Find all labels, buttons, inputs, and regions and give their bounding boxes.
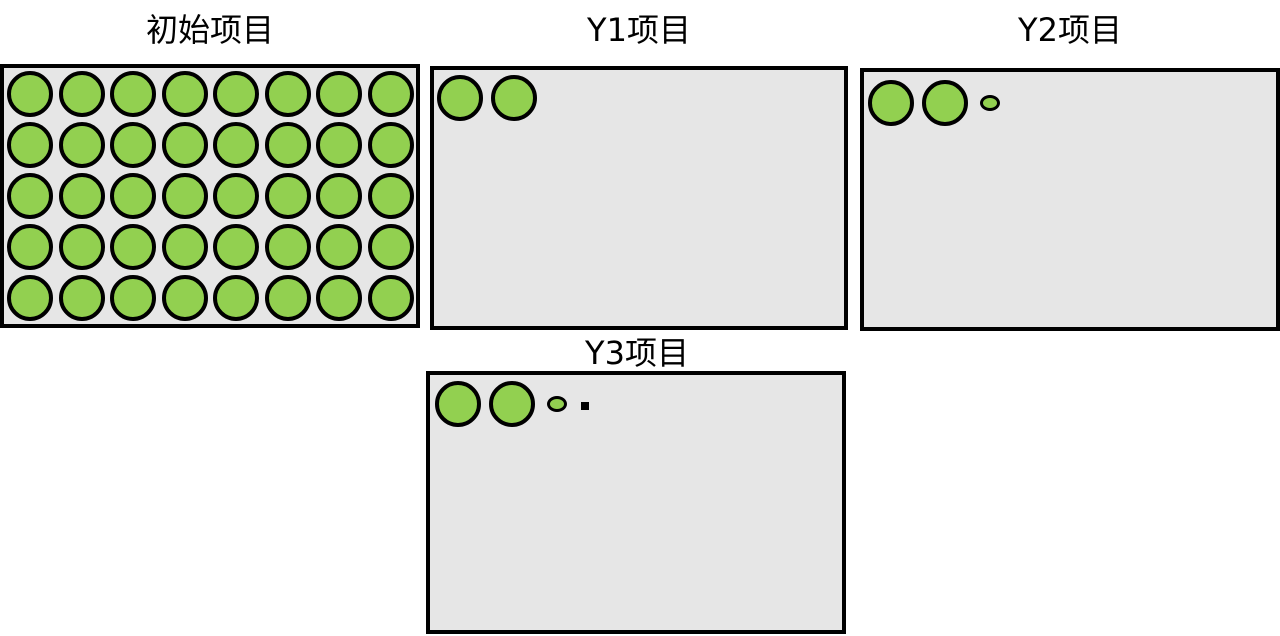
- item-marker-large: [59, 224, 105, 270]
- item-marker-large: [162, 71, 208, 117]
- item-marker-large: [162, 275, 208, 321]
- item-marker-large: [368, 71, 414, 117]
- item-marker-large: [368, 122, 414, 168]
- panel-title-y1: Y1项目: [587, 11, 691, 49]
- item-marker-large: [162, 224, 208, 270]
- item-marker-small: [980, 95, 1000, 111]
- item-marker-large: [316, 224, 362, 270]
- item-marker-large: [110, 275, 156, 321]
- item-marker-large: [213, 122, 259, 168]
- item-marker-large: [59, 173, 105, 219]
- item-marker-large: [922, 80, 968, 126]
- panel-title-y2: Y2项目: [1018, 11, 1122, 49]
- item-marker-large: [265, 224, 311, 270]
- item-marker-large: [368, 173, 414, 219]
- item-marker-large: [162, 122, 208, 168]
- item-marker-large: [489, 381, 535, 427]
- item-marker-large: [265, 71, 311, 117]
- panel-y1: [430, 66, 848, 330]
- item-marker-large: [110, 224, 156, 270]
- item-marker-large: [265, 122, 311, 168]
- item-marker-large: [59, 275, 105, 321]
- item-marker-large: [59, 122, 105, 168]
- item-marker-large: [7, 224, 53, 270]
- item-marker-large: [7, 173, 53, 219]
- item-marker-large: [213, 224, 259, 270]
- item-marker-small: [547, 396, 567, 412]
- item-marker-large: [868, 80, 914, 126]
- item-marker-large: [213, 275, 259, 321]
- item-marker-large: [110, 71, 156, 117]
- panel-y2: [860, 68, 1280, 331]
- item-marker-large: [437, 75, 483, 121]
- item-marker-large: [368, 224, 414, 270]
- item-marker-large: [213, 173, 259, 219]
- item-marker-large: [7, 71, 53, 117]
- item-marker-tiny: [581, 402, 589, 410]
- item-marker-large: [265, 275, 311, 321]
- panel-title-initial: 初始项目: [145, 11, 274, 49]
- item-marker-large: [316, 173, 362, 219]
- item-marker-large: [316, 71, 362, 117]
- panel-initial: [0, 64, 420, 328]
- item-marker-large: [491, 75, 537, 121]
- item-marker-large: [316, 275, 362, 321]
- panel-title-y3: Y3项目: [585, 334, 689, 372]
- item-marker-large: [110, 122, 156, 168]
- item-marker-large: [162, 173, 208, 219]
- item-marker-large: [59, 71, 105, 117]
- panel-y3: [426, 371, 846, 634]
- item-marker-large: [213, 71, 259, 117]
- item-marker-large: [7, 122, 53, 168]
- item-marker-large: [316, 122, 362, 168]
- item-marker-large: [368, 275, 414, 321]
- item-marker-large: [265, 173, 311, 219]
- item-marker-large: [7, 275, 53, 321]
- item-marker-large: [110, 173, 156, 219]
- item-marker-large: [435, 381, 481, 427]
